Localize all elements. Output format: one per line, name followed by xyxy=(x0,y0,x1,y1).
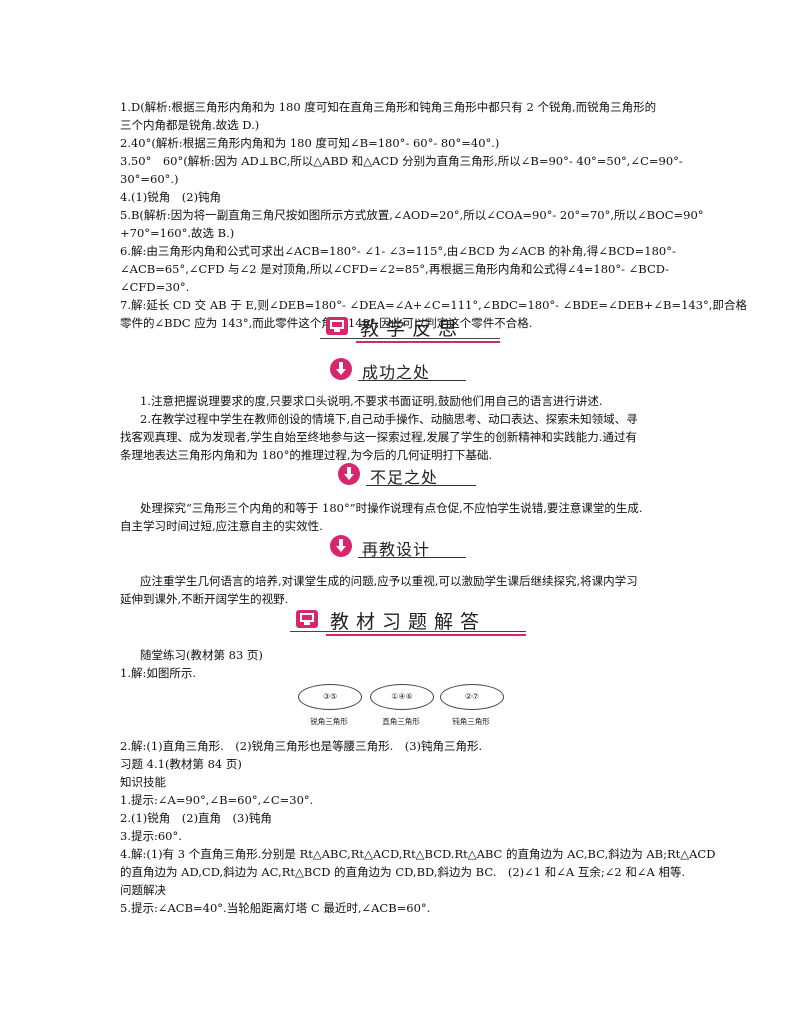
redesign-line: 应注重学生几何语言的培养,对课堂生成的问题,应予以重视,可以激励学生课后继续探究… xyxy=(140,574,638,588)
down-arrow-icon xyxy=(330,358,352,380)
subsection-title: 成功之处 xyxy=(362,363,431,382)
success-line: 找客观真理、成为发现者,学生自始至终地参与这一探索过程,发展了学生的创新精神和实… xyxy=(120,430,637,444)
answer-line: 30°=60°.) xyxy=(120,172,179,186)
answer-line: 三个内角都是锐角.故选 D.) xyxy=(120,118,260,132)
subsection-success: 成功之处 xyxy=(330,356,470,382)
success-line: 1.注意把握说理要求的度,只要求口头说明,不要求书面证明,鼓励他们用自己的语言进… xyxy=(140,394,603,408)
down-arrow-icon xyxy=(330,535,352,557)
exercise-line: 随堂练习(教材第 83 页) xyxy=(140,648,263,662)
exercise-line: 4.解:(1)有 3 个直角三角形.分别是 Rt△ABC,Rt△ACD,Rt△B… xyxy=(120,847,716,861)
answer-line: 6.解:由三角形内角和公式可求出∠ACB=180°- ∠1- ∠3=115°,由… xyxy=(120,244,676,258)
figure-label-acute: 锐角三角形 xyxy=(310,717,348,726)
exercise-line: 1.解:如图所示. xyxy=(120,666,197,680)
answer-line: 1.D(解析:根据三角形内角和为 180 度可知在直角三角形和钝角三角形中都只有… xyxy=(120,100,657,114)
answer-line: 2.40°(解析:根据三角形内角和为 180 度可知∠B=180°- 60°- … xyxy=(120,136,500,150)
subsection-underline xyxy=(366,485,476,486)
answer-line: ∠CFD=30°. xyxy=(120,280,190,294)
subsection-redesign: 再教设计 xyxy=(330,533,470,559)
exercise-line: 5.提示:∠ACB=40°.当轮船距离灯塔 C 最近时,∠ACB=60°. xyxy=(120,901,431,915)
exercise-line: 问题解决 xyxy=(120,883,166,897)
banner-title: 教材习题解答 xyxy=(330,611,487,633)
down-arrow-icon xyxy=(338,463,360,485)
subsection-title: 不足之处 xyxy=(370,468,439,487)
answer-line: +70°=160°.故选 B.) xyxy=(120,226,235,240)
monitor-icon xyxy=(296,610,318,628)
figure-ellipse-right: ①④⑥ xyxy=(370,684,434,710)
shortcoming-line: 处理探究“三角形三个内角的和等于 180°”时操作说理有点仓促,不应怕学生说错,… xyxy=(140,501,643,515)
banner-title: 教学反思 xyxy=(360,318,465,340)
exercise-line: 习题 4.1(教材第 84 页) xyxy=(120,757,242,771)
banner-accent-line xyxy=(356,341,500,343)
banner-underline xyxy=(290,631,526,632)
shortcoming-line: 自主学习时间过短,应注意自主的实效性. xyxy=(120,519,323,533)
exercise-line: 2.解:(1)直角三角形. (2)锐角三角形也是等腰三角形. (3)钝角三角形. xyxy=(120,739,483,753)
figure-ellipse-obtuse: ②⑦ xyxy=(440,684,504,710)
exercise-line: 知识技能 xyxy=(120,775,166,789)
answer-line: 3.50° 60°(解析:因为 AD⊥BC,所以△ABD 和△ACD 分别为直角… xyxy=(120,154,683,168)
monitor-icon xyxy=(326,317,348,335)
answer-line: ∠ACB=65°,∠CFD 与∠2 是对顶角,所以∠CFD=∠2=85°,再根据… xyxy=(120,262,670,276)
answer-line: 4.(1)锐角 (2)钝角 xyxy=(120,190,222,204)
subsection-underline xyxy=(358,380,466,381)
subsection-underline xyxy=(358,557,466,558)
exercise-line: 1.提示:∠A=90°,∠B=60°,∠C=30°. xyxy=(120,793,314,807)
exercise-line: 2.(1)锐角 (2)直角 (3)钝角 xyxy=(120,811,272,825)
exercise-line: 的直角边为 AD,CD,斜边为 AC,Rt△BCD 的直角边为 CD,BD,斜边… xyxy=(120,865,686,879)
banner-accent-line xyxy=(326,634,526,636)
success-line: 条理地表达三角形内角和为 180°的推理过程,为今后的几何证明打下基础. xyxy=(120,448,493,462)
subsection-shortcoming: 不足之处 xyxy=(338,461,478,487)
answer-line: 7.解:延长 CD 交 AB 于 E,则∠DEB=180°- ∠DEA=∠A+∠… xyxy=(120,298,747,312)
redesign-line: 延伸到课外,不断开阔学生的视野. xyxy=(120,592,289,606)
figure-label-right: 直角三角形 xyxy=(382,717,420,726)
subsection-title: 再教设计 xyxy=(362,540,431,559)
banner-underline xyxy=(320,338,500,339)
answer-line: 5.B(解析:因为将一副直角三角尺按如图所示方式放置,∠AOD=20°,所以∠C… xyxy=(120,208,704,222)
figure-label-obtuse: 钝角三角形 xyxy=(452,717,490,726)
section-banner-textbook-exercises: 教材习题解答 xyxy=(290,604,526,636)
success-line: 2.在教学过程中学生在教师创设的情境下,自己动手操作、动脑思考、动口表达、探索未… xyxy=(140,412,638,426)
exercise-line: 3.提示:60°. xyxy=(120,829,182,843)
section-banner-teaching-reflection: 教学反思 xyxy=(320,312,500,343)
figure-ellipse-acute: ③⑤ xyxy=(298,684,362,710)
